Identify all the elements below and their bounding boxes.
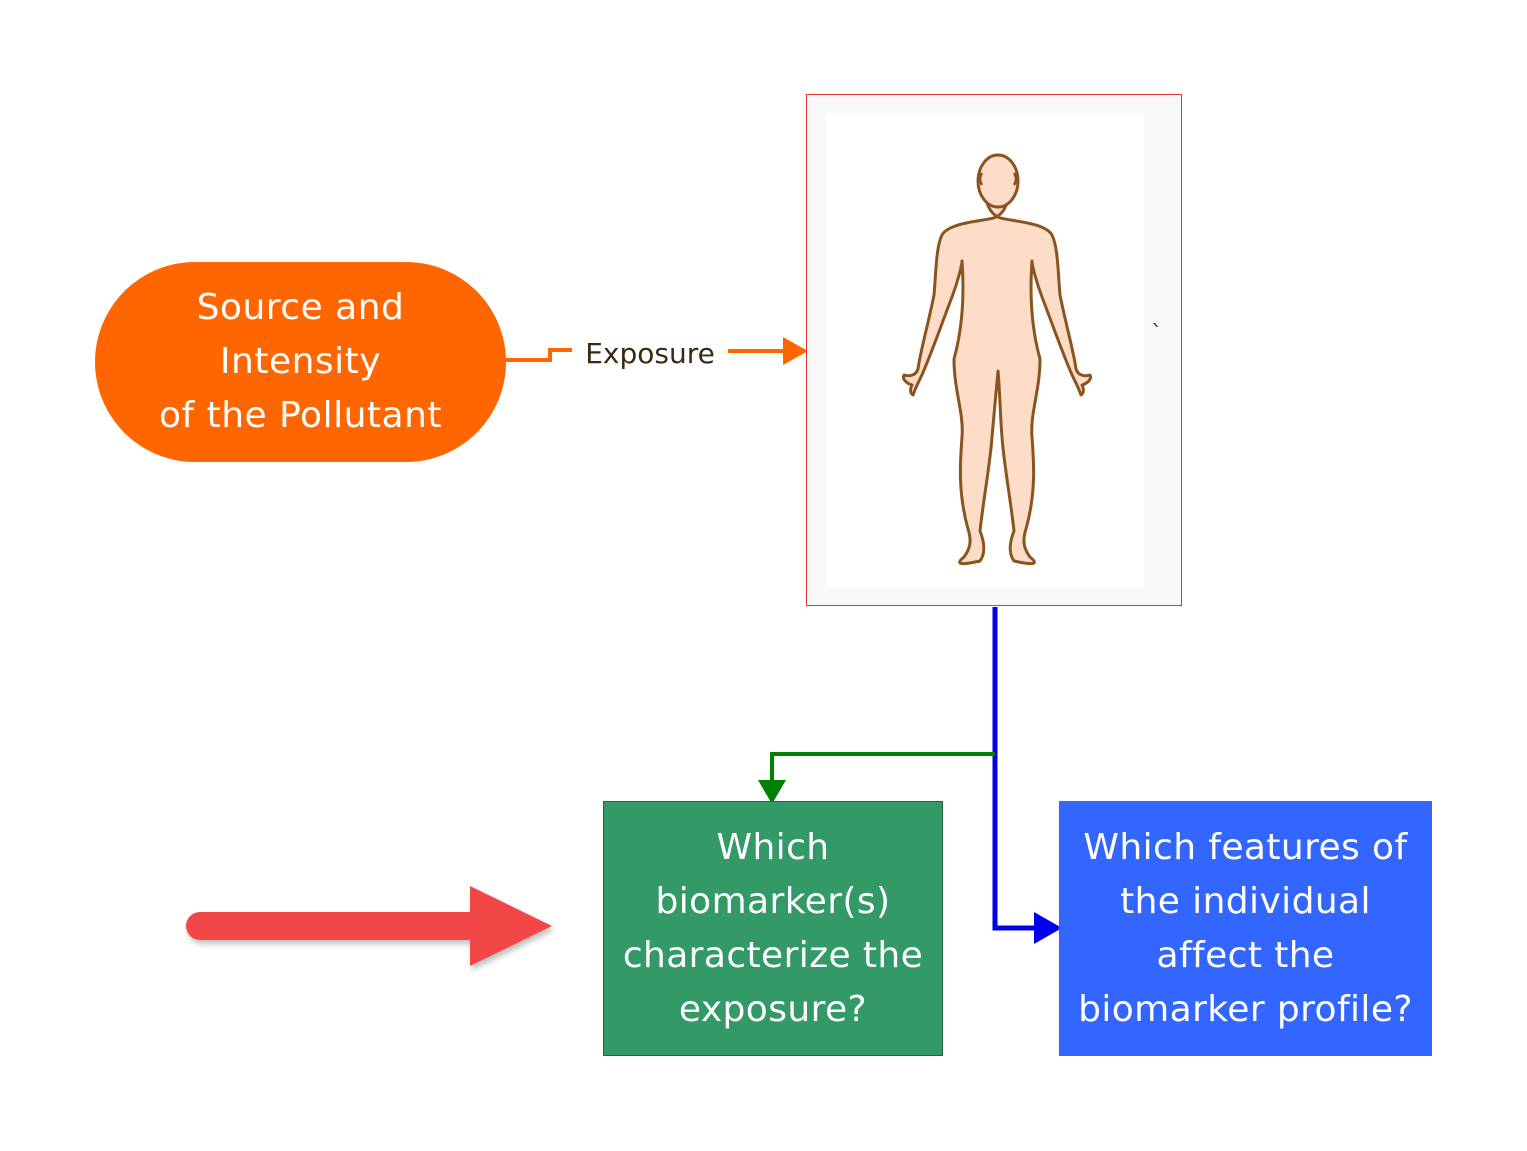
blue-arrowhead: [1034, 912, 1062, 944]
green-line-2: biomarker(s): [655, 880, 891, 922]
blue-line-2: the individual: [1120, 880, 1371, 922]
pollutant-source-label: Source and Intensity of the Pollutant: [159, 281, 442, 443]
human-body-icon: [902, 153, 1092, 566]
green-line-1: Which: [716, 826, 830, 868]
individual-features-question-text: Which features of the individual affect …: [1078, 821, 1413, 1037]
blue-line-4: biomarker profile?: [1078, 988, 1413, 1030]
blue-line-1: Which features of: [1083, 826, 1408, 868]
biomarker-question-text: Which biomarker(s) characterize the expo…: [623, 821, 923, 1037]
exposure-label: Exposure: [572, 334, 728, 374]
individual-features-question-box: Which features of the individual affect …: [1059, 801, 1432, 1056]
pollutant-source-node: Source and Intensity of the Pollutant: [95, 262, 506, 462]
green-line-4: exposure?: [678, 988, 868, 1030]
source-line-2: Intensity: [219, 341, 382, 382]
pointer-arrow: [186, 886, 552, 966]
exposure-connector: [506, 337, 808, 365]
source-line-3: of the Pollutant: [158, 395, 443, 436]
exposure-arrowhead: [783, 337, 808, 365]
green-line-3: characterize the: [622, 934, 924, 976]
green-branch-connector: [758, 752, 995, 804]
stray-mark: `: [1150, 322, 1164, 347]
blue-line-3: affect the: [1156, 934, 1335, 976]
green-arrowhead: [758, 780, 786, 804]
human-figure-panel: [826, 113, 1144, 588]
source-line-1: Source and: [196, 287, 405, 328]
biomarker-question-box: Which biomarker(s) characterize the expo…: [603, 801, 943, 1056]
blue-branch-connector: [992, 607, 1062, 944]
